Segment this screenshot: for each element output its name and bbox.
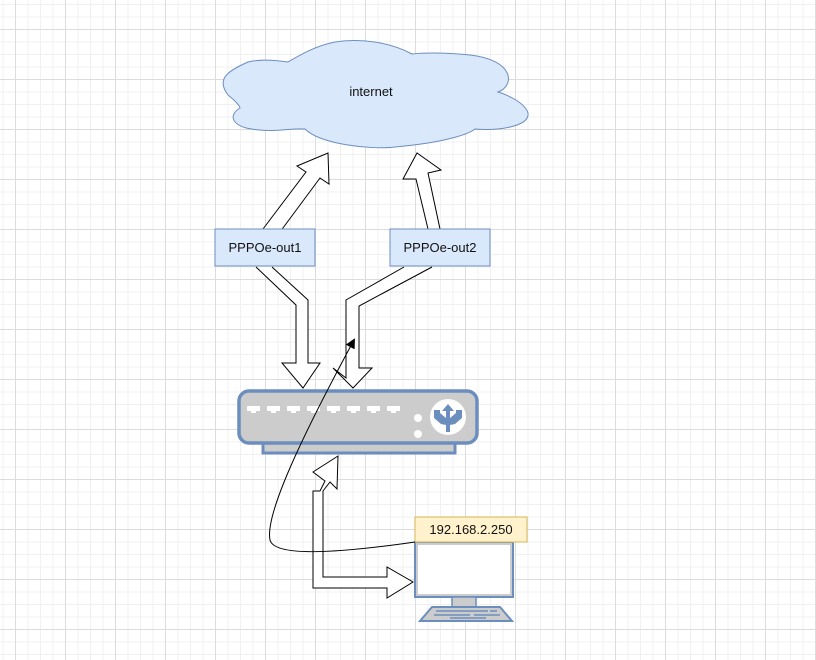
- pppoe-out1-label: PPPOe-out1: [229, 240, 302, 255]
- router-ports: [247, 406, 400, 413]
- computer-stand: [451, 596, 477, 608]
- keyboard-keys: [434, 610, 500, 619]
- cloud-label: internet: [349, 84, 393, 99]
- router-led-1: [414, 414, 422, 422]
- pppoe-out1-box[interactable]: PPPOe-out1: [214, 228, 316, 267]
- router-port: [267, 406, 280, 413]
- router-port: [367, 406, 380, 413]
- pppoe-out2-label: PPPOe-out2: [404, 240, 477, 255]
- router-port: [287, 406, 300, 413]
- router-port: [387, 406, 400, 413]
- ip-address-label[interactable]: 192.168.2.250: [414, 516, 528, 543]
- edge-pppoe2-to-cloud[interactable]: [402, 152, 443, 230]
- pppoe-out2-box[interactable]: PPPOe-out2: [389, 228, 491, 267]
- router-port: [307, 406, 320, 413]
- computer-screen: [414, 541, 514, 598]
- router-split-icon: [434, 404, 462, 432]
- edge-pppoe1-to-cloud[interactable]: [262, 152, 330, 237]
- cloud-shape: [222, 40, 529, 149]
- internet-cloud[interactable]: internet: [222, 40, 529, 149]
- router[interactable]: [237, 389, 479, 455]
- edge-pppoe2-to-router[interactable]: [332, 266, 433, 389]
- edge-ip-to-router-curve[interactable]: [269, 338, 416, 553]
- router-port: [347, 406, 360, 413]
- router-led-2: [414, 430, 422, 438]
- router-body: [237, 389, 479, 445]
- router-port: [247, 406, 260, 413]
- router-port: [327, 406, 340, 413]
- computer[interactable]: [414, 541, 515, 622]
- computer-screen-inner: [416, 543, 512, 596]
- edge-pppoe1-to-router[interactable]: [255, 266, 321, 389]
- ip-address-text: 192.168.2.250: [429, 522, 512, 537]
- computer-keyboard: [417, 606, 515, 622]
- edge-router-to-computer[interactable]: [312, 455, 414, 599]
